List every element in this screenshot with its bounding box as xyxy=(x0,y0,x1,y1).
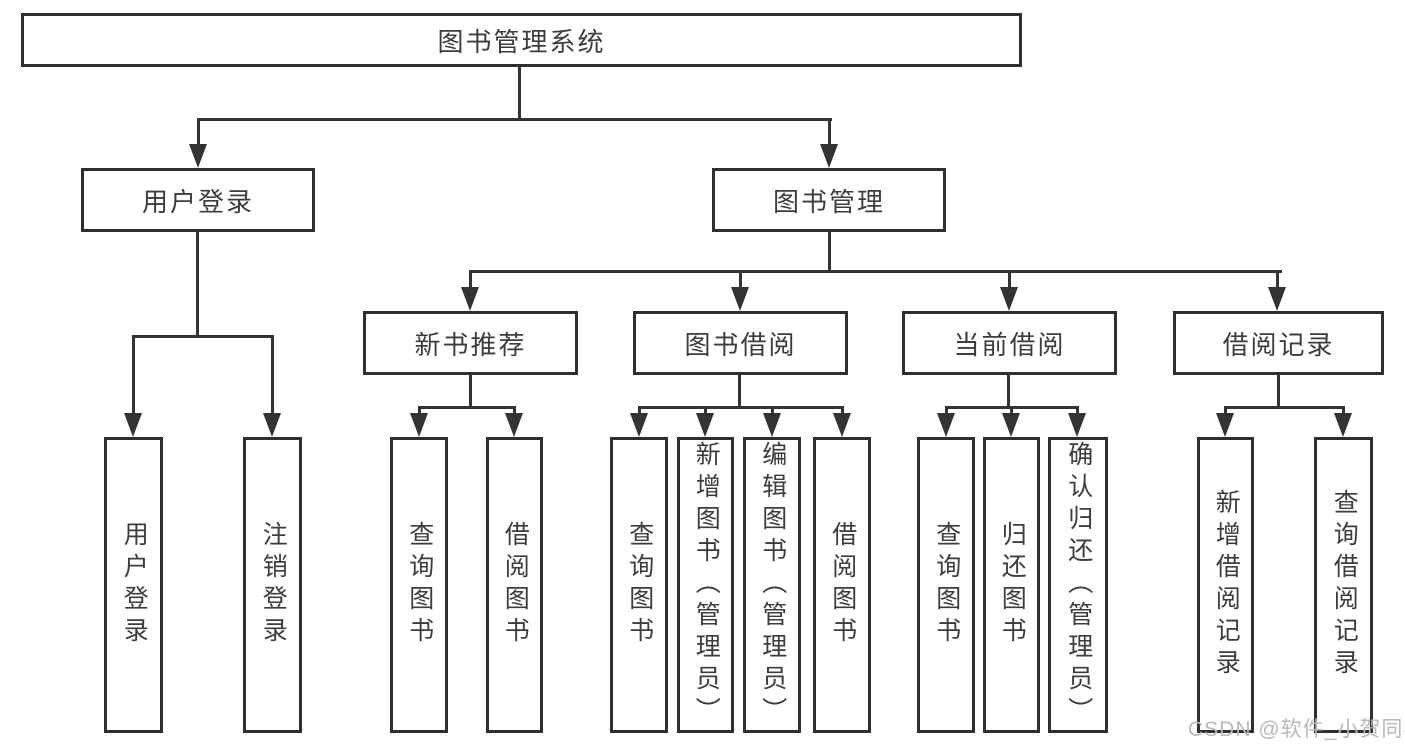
connector-line xyxy=(418,406,421,415)
leaf-confirm-return-admin-label: 确认归还（管理员） xyxy=(1064,441,1093,729)
connector-line xyxy=(771,406,774,415)
leaf-add-books-admin-label: 新增图书（管理员） xyxy=(692,441,721,729)
csdn-watermark: CSDN @软件_小贺同学 xyxy=(1188,718,1405,741)
node-book-management: 图书管理 xyxy=(712,168,946,232)
node-user-login: 用户登录 xyxy=(81,168,315,232)
node-book-borrow: 图书借阅 xyxy=(633,311,848,375)
arrowhead-icon xyxy=(505,413,523,437)
connector-line xyxy=(1277,375,1280,407)
leaf-edit-books-admin-label: 编辑图书（管理员） xyxy=(758,441,787,729)
arrowhead-icon xyxy=(937,413,955,437)
leaf-query-borrow-record-label: 查询借阅记录 xyxy=(1330,489,1359,681)
leaf-user-login: 用户登录 xyxy=(104,437,163,733)
connector-line xyxy=(469,270,472,288)
arrowhead-icon xyxy=(1334,413,1352,437)
connector-line xyxy=(1224,406,1227,415)
connector-line xyxy=(132,335,274,338)
leaf-return-books-label: 归还图书 xyxy=(998,521,1027,649)
connector-line xyxy=(945,406,948,415)
connector-line xyxy=(1008,270,1011,288)
root-node-label: 图书管理系统 xyxy=(437,26,606,57)
arrowhead-icon xyxy=(1000,287,1018,311)
arrowhead-icon xyxy=(410,413,428,437)
connector-line xyxy=(638,406,843,409)
connector-line xyxy=(197,118,200,146)
connector-line xyxy=(197,118,832,121)
arrowhead-icon xyxy=(696,413,714,437)
arrowhead-icon xyxy=(630,413,648,437)
leaf-borrow-books-recommend: 借阅图书 xyxy=(486,437,543,733)
leaf-add-borrow-record-label: 新增借阅记录 xyxy=(1212,489,1241,681)
arrowhead-icon xyxy=(1002,413,1020,437)
leaf-query-books-current: 查询图书 xyxy=(917,437,975,733)
leaf-query-books-current-label: 查询图书 xyxy=(932,521,961,649)
connector-line xyxy=(418,406,516,409)
arrowhead-icon xyxy=(1268,287,1286,311)
node-book-borrow-label: 图书借阅 xyxy=(684,329,797,360)
leaf-borrow-books: 借阅图书 xyxy=(813,437,871,733)
root-node-library-system: 图书管理系统 xyxy=(21,13,1022,67)
connector-line xyxy=(1224,406,1344,409)
leaf-query-books-recommend-label: 查询图书 xyxy=(405,521,434,649)
connector-line xyxy=(469,270,1282,273)
node-user-login-label: 用户登录 xyxy=(141,186,254,217)
arrowhead-icon xyxy=(731,287,749,311)
leaf-query-books-borrow-label: 查询图书 xyxy=(625,521,654,649)
connector-line xyxy=(1076,406,1079,415)
arrowhead-icon xyxy=(461,287,479,311)
connector-line xyxy=(739,270,742,288)
connector-line xyxy=(828,232,831,273)
arrowhead-icon xyxy=(1068,413,1086,437)
connector-line xyxy=(513,406,516,415)
arrowhead-icon xyxy=(820,144,838,168)
connector-line xyxy=(841,406,844,415)
node-new-book-recommend: 新书推荐 xyxy=(363,311,578,375)
leaf-borrow-books-recommend-label: 借阅图书 xyxy=(501,521,530,649)
leaf-add-borrow-record: 新增借阅记录 xyxy=(1197,437,1254,733)
node-book-management-label: 图书管理 xyxy=(772,186,885,217)
node-borrow-record-label: 借阅记录 xyxy=(1222,329,1335,360)
connector-line xyxy=(1007,375,1010,407)
connector-line xyxy=(704,406,707,415)
node-borrow-record: 借阅记录 xyxy=(1173,311,1384,375)
arrowhead-icon xyxy=(263,413,281,437)
node-current-borrow-label: 当前借阅 xyxy=(953,329,1066,360)
leaf-query-borrow-record: 查询借阅记录 xyxy=(1314,437,1373,733)
connector-line xyxy=(828,118,831,146)
leaf-edit-books-admin: 编辑图书（管理员） xyxy=(743,437,801,733)
leaf-return-books: 归还图书 xyxy=(983,437,1040,733)
leaf-add-books-admin: 新增图书（管理员） xyxy=(677,437,734,733)
leaf-query-books-borrow: 查询图书 xyxy=(610,437,668,733)
leaf-user-login-label: 用户登录 xyxy=(120,521,149,649)
arrowhead-icon xyxy=(763,413,781,437)
arrowhead-icon xyxy=(124,413,142,437)
arrowhead-icon xyxy=(189,144,207,168)
arrowhead-icon xyxy=(833,413,851,437)
connector-line xyxy=(1342,406,1345,415)
connector-line xyxy=(638,406,641,415)
leaf-logout: 注销登录 xyxy=(243,437,302,733)
connector-line xyxy=(271,335,274,415)
leaf-confirm-return-admin: 确认归还（管理员） xyxy=(1048,437,1108,733)
connector-line xyxy=(132,335,135,415)
connector-line xyxy=(738,375,741,407)
leaf-logout-label: 注销登录 xyxy=(259,521,288,649)
node-new-book-recommend-label: 新书推荐 xyxy=(414,329,527,360)
arrowhead-icon xyxy=(1216,413,1234,437)
connector-line xyxy=(518,67,521,118)
leaf-borrow-books-label: 借阅图书 xyxy=(828,521,857,649)
connector-line xyxy=(469,375,472,407)
leaf-query-books-recommend: 查询图书 xyxy=(390,437,448,733)
connector-line xyxy=(196,232,199,335)
connector-line xyxy=(1010,406,1013,415)
node-current-borrow: 当前借阅 xyxy=(902,311,1117,375)
connector-line xyxy=(1276,270,1279,288)
